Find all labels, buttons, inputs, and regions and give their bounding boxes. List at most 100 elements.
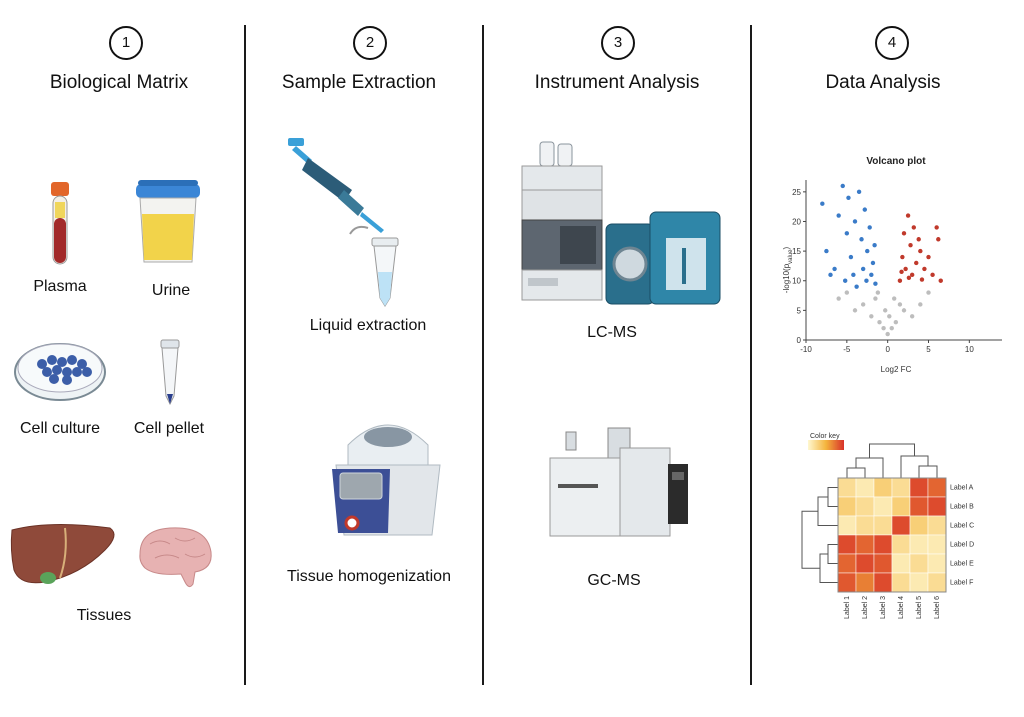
plasma-label: Plasma: [33, 278, 87, 295]
heatmap-cell: [891, 572, 911, 593]
column-title-biological-matrix: Biological Matrix: [49, 72, 189, 93]
lcms-label: LC-MS: [587, 324, 637, 341]
column-title-instrument-analysis: Instrument Analysis: [534, 72, 700, 93]
volcano-x-tick-label: 0: [885, 345, 890, 354]
divider-3: [750, 25, 752, 685]
volcano-point: [865, 248, 870, 254]
plasma-tube-icon: [51, 182, 69, 265]
volcano-point: [938, 278, 943, 283]
volcano-point: [897, 302, 903, 307]
heatmap-cell: [837, 534, 857, 555]
heatmap-cell: [891, 477, 911, 498]
heatmap-cell: [837, 477, 857, 498]
volcano-point: [824, 248, 829, 254]
volcano-point: [936, 237, 941, 242]
volcano-point: [881, 325, 886, 331]
heatmap-cell: [909, 496, 929, 517]
heatmap-chart: Color key Label A Label B Label C Label D La…: [801, 433, 974, 619]
volcano-point: [909, 272, 915, 278]
volcano-point: [856, 189, 862, 195]
divider-1: [244, 25, 246, 685]
volcano-point: [828, 272, 833, 278]
liver-icon: [10, 523, 115, 584]
volcano-point: [889, 325, 894, 331]
heatmap-cell: [873, 534, 893, 555]
heatmap-cell: [927, 572, 947, 593]
mass-spectrometer-icon: [605, 211, 721, 305]
volcano-point: [852, 308, 858, 313]
heatmap-row-label: Label F: [950, 580, 973, 587]
heatmap-cell: [855, 572, 875, 593]
tissue-homogenization-label: Tissue homogenization: [287, 568, 451, 585]
volcano-point: [860, 302, 866, 307]
lc-system-icon: [521, 141, 603, 301]
volcano-point: [918, 248, 923, 254]
volcano-point: [844, 290, 850, 295]
pipette-icon: [288, 138, 384, 233]
heatmap-cell: [837, 572, 857, 593]
volcano-point: [840, 183, 845, 189]
volcano-y-tick-label: 15: [792, 247, 801, 256]
volcano-point: [901, 308, 907, 313]
heatmap-cell: [873, 553, 893, 574]
column-dendrogram-branch: [918, 465, 938, 478]
heatmap-border: [837, 477, 947, 593]
heatmap-col-label: Label 3: [880, 596, 887, 619]
volcano-point: [873, 296, 878, 301]
heatmap-cell: [891, 515, 911, 536]
row-dendrogram-branch: [819, 553, 838, 583]
row-dendrogram-branch: [801, 510, 820, 569]
heatmap-cell: [855, 496, 875, 517]
heatmap-cell: [873, 477, 893, 498]
volcano-point: [887, 314, 892, 319]
volcano-point: [911, 225, 916, 230]
step-3-badge: 3: [601, 26, 635, 60]
urine-label: Urine: [151, 282, 191, 299]
color-key-label: Color key: [810, 433, 840, 440]
volcano-point: [919, 277, 925, 282]
heatmap-cell: [891, 496, 911, 517]
cell-pellet-label: Cell pellet: [133, 420, 205, 437]
heatmap-col-label: Label 4: [898, 596, 905, 619]
volcano-point: [869, 314, 874, 319]
heatmap-cell: [855, 477, 875, 498]
urine-cup-icon: [136, 180, 200, 263]
divider-2: [482, 25, 484, 685]
heatmap-cell: [909, 534, 929, 555]
heatmap-row-label: Label C: [950, 523, 974, 530]
gcms-instrument-icon: [549, 427, 688, 537]
microtube-icon: [349, 225, 399, 307]
volcano-point: [867, 225, 872, 230]
volcano-point: [844, 231, 850, 236]
column-title-data-analysis: Data Analysis: [825, 72, 941, 93]
heatmap-cell: [891, 553, 911, 574]
volcano-point: [846, 195, 851, 200]
volcano-point: [934, 225, 939, 230]
volcano-x-tick-label: 10: [965, 345, 974, 354]
volcano-point: [860, 266, 866, 272]
volcano-x-tick-label: -5: [843, 345, 851, 354]
step-2-badge: 2: [353, 26, 387, 60]
volcano-point: [900, 254, 905, 260]
heatmap-row-label: Label D: [950, 542, 974, 549]
volcano-point: [901, 231, 907, 236]
volcano-y-tick-label: 25: [792, 188, 801, 197]
volcano-point: [869, 272, 874, 278]
volcano-point: [870, 260, 876, 266]
volcano-y-tick-label: 10: [792, 277, 801, 286]
heatmap-cell: [873, 572, 893, 593]
volcano-point: [903, 266, 908, 272]
liquid-extraction-label: Liquid extraction: [309, 317, 427, 334]
gcms-label: GC-MS: [587, 572, 641, 589]
volcano-y-tick-label: 5: [797, 306, 802, 315]
volcano-y-tick-label: 20: [792, 217, 801, 226]
volcano-point: [930, 272, 935, 278]
heatmap-row-label: Label A: [950, 485, 974, 492]
volcano-point: [864, 278, 869, 283]
heatmap-cell: [927, 515, 947, 536]
volcano-point: [883, 308, 888, 313]
heatmap-row-label: Label B: [950, 504, 974, 511]
volcano-point: [848, 254, 854, 260]
volcano-point: [851, 272, 856, 278]
